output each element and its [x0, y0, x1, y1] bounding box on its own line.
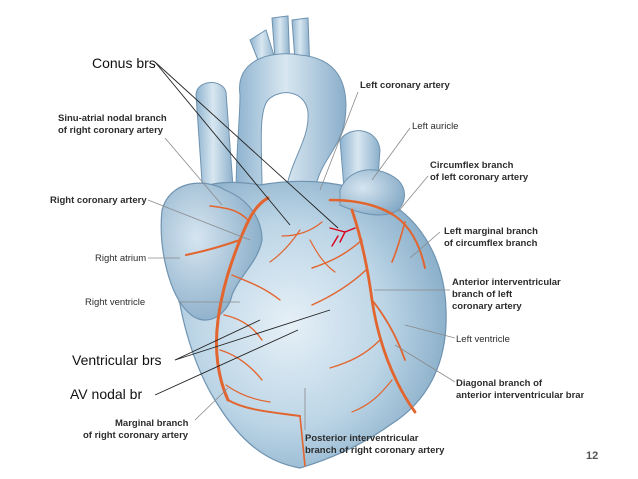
label-left-marginal-line2: of circumflex branch	[444, 238, 538, 249]
label-diagonal-line1: Diagonal branch of	[456, 378, 543, 389]
label-left-auricle: Left auricle	[412, 121, 459, 132]
label-right-coronary-artery: Right coronary artery	[50, 195, 147, 206]
coronary-arteries	[185, 196, 426, 467]
label-left-coronary-artery: Left coronary artery	[360, 80, 450, 91]
gray-leader-lines	[147, 91, 456, 430]
label-marginal-line2: of right coronary artery	[83, 430, 189, 441]
label-sinu-atrial-line1: Sinu-atrial nodal branch	[58, 113, 167, 124]
page-number: 12	[586, 450, 599, 462]
label-marginal-line1: Marginal branch	[115, 418, 189, 429]
label-anterior-iv-line2: branch of left	[452, 289, 513, 300]
left-auricle	[339, 169, 405, 216]
leader-lines	[154, 61, 339, 396]
label-sinu-atrial-line2: of right coronary artery	[58, 125, 164, 136]
label-ventricular-brs: Ventricular brs	[72, 352, 162, 368]
label-left-marginal-line1: Left marginal branch	[444, 226, 538, 237]
label-anterior-iv-line1: Anterior interventricular	[452, 277, 561, 288]
label-diagonal-line2: anterior interventricular branch	[456, 390, 584, 401]
label-circumflex-line1: Circumflex branch	[430, 160, 514, 171]
label-posterior-iv-line2: branch of right coronary artery	[305, 445, 445, 456]
label-av-nodal-br: AV nodal br	[70, 386, 143, 402]
right-atrium	[160, 182, 263, 321]
conus-branch-highlight	[329, 227, 356, 247]
label-conus-brs: Conus brs	[92, 55, 156, 71]
label-right-atrium: Right atrium	[95, 253, 147, 264]
label-left-ventricle: Left ventricle	[456, 334, 510, 345]
label-anterior-iv-line3: coronary artery	[452, 301, 522, 312]
label-right-ventricle: Right ventricle	[85, 297, 146, 308]
label-circumflex-line2: of left coronary artery	[430, 172, 529, 183]
label-posterior-iv-line1: Posterior interventricular	[305, 433, 419, 444]
